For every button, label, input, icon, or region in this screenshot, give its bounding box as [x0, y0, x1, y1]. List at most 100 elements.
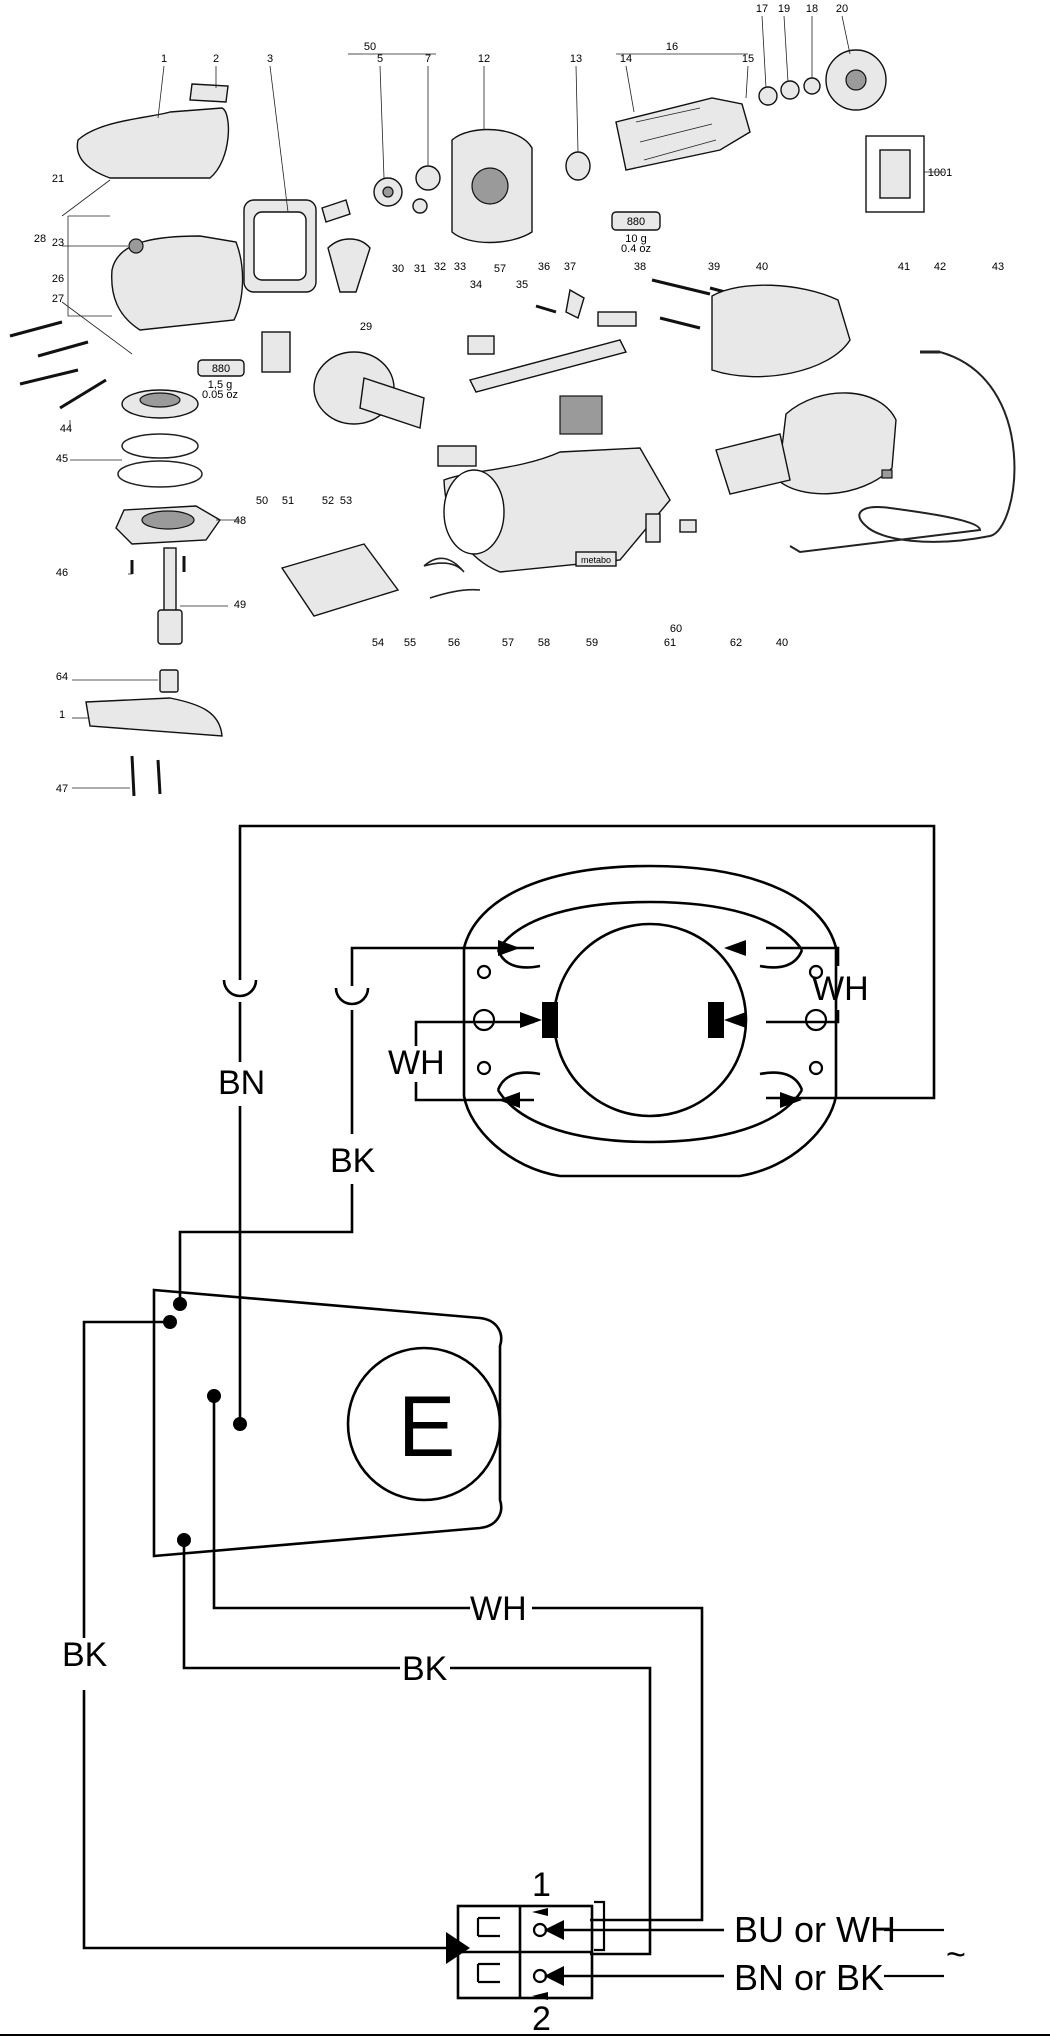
- part-number-label: 64: [56, 671, 68, 683]
- rear-bearing-part: [758, 86, 778, 106]
- grease-tube-small: [197, 359, 245, 377]
- o-ring-part: [121, 433, 199, 459]
- part-number-label: 37: [564, 261, 576, 273]
- part-number-label: 20: [836, 3, 848, 15]
- part-number-label: 21: [52, 173, 64, 185]
- part-number-label: 14: [620, 53, 632, 65]
- carbon-brush-left: [542, 1002, 558, 1038]
- wire-bk-bottom: [182, 1540, 400, 1670]
- wire-wh-left: [414, 1020, 534, 1046]
- wire-bn-outer: [238, 824, 936, 1100]
- label-wh-right: WH: [812, 970, 869, 1008]
- part-number-label: 39: [708, 261, 720, 273]
- tube-label: 0.4 oz: [621, 243, 651, 255]
- brand-mark: metabo: [581, 555, 611, 565]
- part-number-label: 1: [59, 709, 65, 721]
- tube-label: 10 g: [625, 233, 646, 245]
- part-number-label: 38: [634, 261, 646, 273]
- base-cover-part: [85, 697, 223, 737]
- part-number-label: 57: [502, 637, 514, 649]
- grease-tube-large: [611, 211, 661, 231]
- part-number-label: 43: [992, 261, 1004, 273]
- label-ac-symbol: ~: [946, 1936, 966, 1974]
- pinion-part: [321, 199, 351, 223]
- electronics-module-outline: [152, 1288, 503, 1558]
- part-number-label: 32: [434, 261, 446, 273]
- switch-slider-part: [467, 335, 495, 355]
- brand-plate-part: [575, 551, 617, 567]
- part-number-label: 18: [806, 3, 818, 15]
- part-number-label: 49: [234, 599, 246, 611]
- tube-label: 880: [212, 363, 230, 375]
- arrow-terminal-tl: [498, 940, 520, 956]
- part-number-label: 60: [670, 623, 682, 635]
- part-number-label: 41: [898, 261, 910, 273]
- part-number-label: 36: [538, 261, 550, 273]
- part-number-label: 47: [56, 783, 68, 795]
- stator-part: [280, 543, 400, 617]
- base-screw: [130, 755, 136, 797]
- tube-label: 1,5 g: [208, 379, 232, 391]
- side-handle-grip: [359, 377, 425, 429]
- brush-holder-part: [645, 513, 661, 543]
- armature-bearing: [565, 151, 591, 181]
- label-supply-1: BU or WH: [734, 1909, 896, 1950]
- part-number-label: 5: [377, 53, 383, 65]
- electronics-circle: [346, 1346, 502, 1502]
- plate-part: [261, 331, 291, 373]
- part-number-label: 35: [516, 279, 528, 291]
- spindle-lock-part: [327, 238, 371, 293]
- label-bk-bottom: BK: [402, 1650, 448, 1688]
- label-plate-part: [189, 83, 229, 103]
- part-number-label: 62: [730, 637, 742, 649]
- electronics-part: [715, 433, 791, 495]
- part-number-label: 53: [340, 495, 352, 507]
- label-terminal-2: 2: [532, 2000, 551, 2037]
- part-number-label: 52: [322, 495, 334, 507]
- part-number-label: 46: [56, 567, 68, 579]
- switch-part: [559, 395, 603, 435]
- part-number-label: 33: [454, 261, 466, 273]
- label-bk-left: BK: [62, 1636, 108, 1674]
- part-number-label: 3: [267, 53, 273, 65]
- part-number-label: 31: [414, 263, 426, 275]
- part-number-label: 13: [570, 53, 582, 65]
- part-number-label: 7: [425, 53, 431, 65]
- label-bn-top: BN: [218, 1064, 265, 1102]
- part-number-label: 27: [52, 293, 64, 305]
- label-wh-bottom: WH: [470, 1590, 527, 1628]
- spring-part: [423, 557, 465, 573]
- label-bk-mid: BK: [330, 1142, 376, 1180]
- part-number-label: 51: [282, 495, 294, 507]
- part-number-label: 12: [478, 53, 490, 65]
- tube-label: 0.05 oz: [202, 389, 238, 401]
- label-terminal-1: 1: [532, 1866, 551, 1904]
- part-number-label: 42: [934, 261, 946, 273]
- switch-rod-part: [468, 339, 628, 393]
- part-number-label: 44: [60, 423, 72, 435]
- wire-crossover-bk: [334, 987, 370, 1006]
- part-number-label: 48: [234, 515, 246, 527]
- part-number-label: 40: [756, 261, 768, 273]
- part-number-label: 17: [756, 3, 768, 15]
- part-number-label: 34: [470, 279, 482, 291]
- part-number-label: 16: [666, 41, 678, 53]
- part-number-label: 50: [364, 41, 376, 53]
- carbon-brush-right: [708, 1002, 724, 1038]
- part-number-label: 28: [34, 233, 46, 245]
- nut-part: [128, 238, 144, 254]
- wire-wh-right: [766, 946, 840, 966]
- part-number-label: 29: [360, 321, 372, 333]
- tube-label: 880: [627, 216, 645, 228]
- spindle-part: [163, 547, 177, 615]
- wire-bk-left: [82, 1320, 170, 1638]
- stator-mounting-holes: [472, 964, 828, 1076]
- module-terminal-1: [173, 1297, 187, 1311]
- label-wh-left: WH: [388, 1044, 445, 1082]
- cable-part: [429, 588, 481, 599]
- adapter-part: [159, 669, 179, 693]
- wire-wh-bottom: [212, 1396, 470, 1610]
- wire-crossover-bn: [222, 979, 258, 998]
- exploded-parts-view: [9, 49, 1016, 797]
